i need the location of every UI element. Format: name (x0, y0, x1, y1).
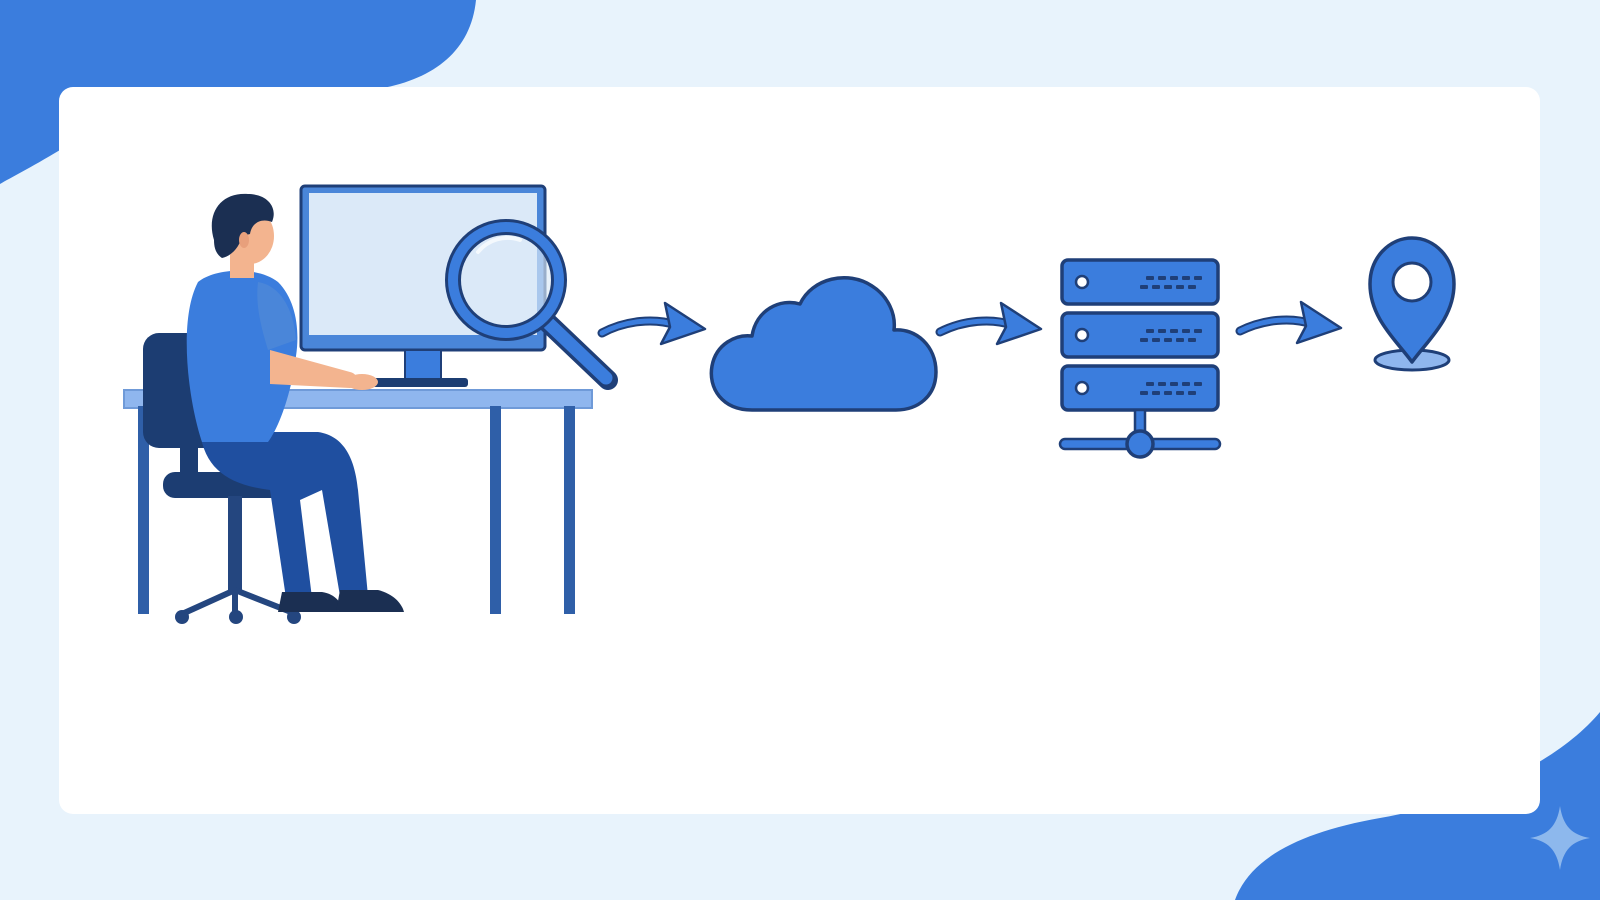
sparkle-icon (1530, 806, 1590, 870)
person-at-computer-illustration (123, 184, 618, 624)
corner-blob-bottom-right (1235, 712, 1600, 900)
curved-arrow-icon (935, 301, 1043, 346)
cloud-icon (709, 276, 938, 412)
person-legs (200, 432, 404, 612)
person-head (211, 193, 274, 278)
person-torso (186, 270, 378, 442)
magnifier-icon (445, 219, 618, 390)
curved-arrow-icon (1235, 300, 1343, 345)
server-rack-icon (1058, 258, 1222, 459)
curved-arrow-icon (597, 301, 707, 346)
location-pin-icon (1368, 236, 1456, 372)
